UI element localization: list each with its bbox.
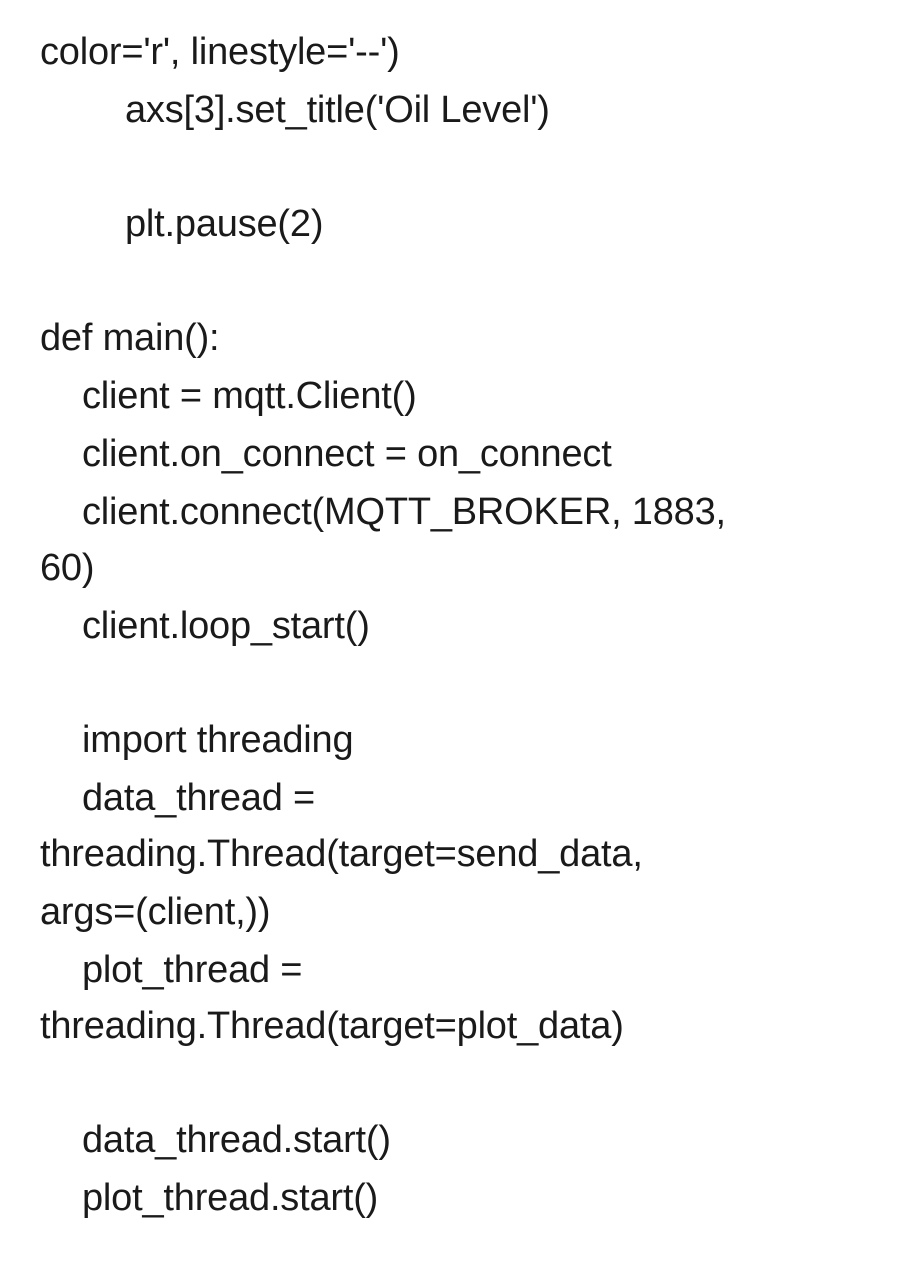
code-line: axs[3].set_title('Oil Level') bbox=[125, 89, 550, 131]
code-line: def main(): bbox=[40, 317, 220, 359]
code-line: client.loop_start() bbox=[82, 605, 370, 647]
code-line: plot_thread.start() bbox=[82, 1177, 379, 1219]
code-line: import threading bbox=[82, 719, 354, 761]
code-line: plot_thread = bbox=[82, 949, 303, 991]
code-line: color='r', linestyle='--') bbox=[40, 31, 400, 73]
code-line: client = mqtt.Client() bbox=[82, 375, 417, 417]
code-line: data_thread = bbox=[82, 777, 315, 819]
code-line: data_thread.start() bbox=[82, 1119, 391, 1161]
code-line: 60) bbox=[40, 547, 95, 589]
code-line: args=(client,)) bbox=[40, 891, 271, 933]
code-line: threading.Thread(target=send_data, bbox=[40, 833, 643, 875]
code-line: client.on_connect = on_connect bbox=[82, 433, 612, 475]
code-line: client.connect(MQTT_BROKER, 1883, bbox=[82, 491, 726, 533]
code-line: plt.pause(2) bbox=[125, 203, 324, 245]
code-line: threading.Thread(target=plot_data) bbox=[40, 1005, 624, 1047]
